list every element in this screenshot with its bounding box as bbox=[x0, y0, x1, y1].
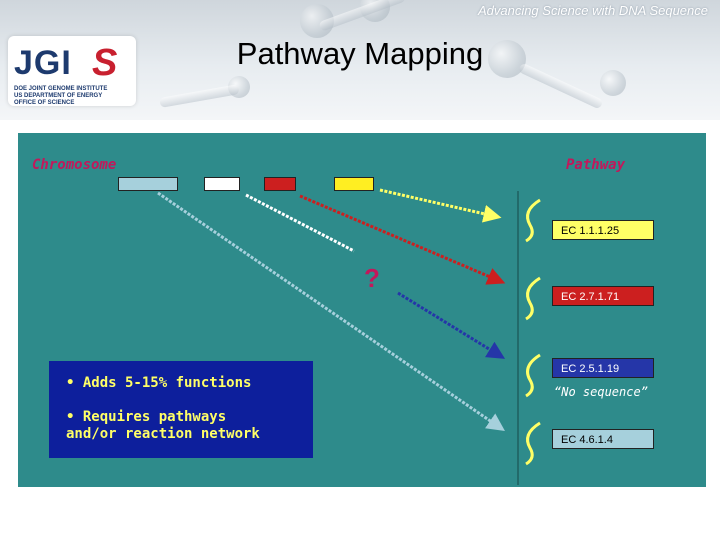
jgi-logo: JGI S DOE JOINT GENOME INSTITUTE US DEPA… bbox=[8, 36, 136, 106]
arrow-white bbox=[245, 193, 355, 253]
logo-subtitle: DOE JOINT GENOME INSTITUTE US DEPARTMENT… bbox=[14, 86, 108, 106]
gene-bar-3 bbox=[264, 177, 296, 191]
curved-arrow-icon bbox=[525, 198, 541, 243]
arrow-light bbox=[157, 191, 505, 432]
arrow-yellow bbox=[379, 188, 502, 223]
diagram-panel: Chromosome Pathway ? EC 1.1.1.25 EC 2.7.… bbox=[18, 133, 706, 487]
enzyme-box-1: EC 1.1.1.25 bbox=[552, 220, 654, 240]
unknown-gene-mark: ? bbox=[364, 263, 380, 293]
header-banner: Advancing Science with DNA Sequence Path… bbox=[0, 0, 720, 120]
logo-swoosh-icon: S bbox=[92, 42, 118, 84]
molecule-decoration bbox=[600, 70, 626, 96]
molecule-bond bbox=[159, 84, 240, 108]
arrow-red bbox=[299, 194, 506, 285]
enzyme-box-3: EC 2.5.1.19 bbox=[552, 358, 654, 378]
mapping-arrows bbox=[157, 188, 541, 485]
enzyme-box-2: EC 2.7.1.71 bbox=[552, 286, 654, 306]
logo-letters: JGI bbox=[14, 44, 72, 82]
curved-arrow-icon bbox=[525, 276, 541, 321]
arrow-blue bbox=[397, 291, 506, 359]
enzyme-box-4: EC 4.6.1.4 bbox=[552, 429, 654, 449]
tagline: Advancing Science with DNA Sequence bbox=[477, 3, 708, 18]
curved-arrow-icon bbox=[525, 421, 541, 466]
page-title: Pathway Mapping bbox=[236, 36, 484, 71]
gene-bar-4 bbox=[334, 177, 374, 191]
gene-bar-1 bbox=[118, 177, 178, 191]
curved-arrow-icon bbox=[525, 353, 541, 398]
no-sequence-note: “No sequence” bbox=[554, 385, 648, 399]
info-box: • Adds 5-15% functions • Requires pathwa… bbox=[49, 361, 313, 458]
gene-bar-2 bbox=[204, 177, 240, 191]
pathway-label: Pathway bbox=[566, 157, 626, 173]
info-bullet-2: • Requires pathways and/or reaction netw… bbox=[66, 409, 260, 442]
info-bullet-1: • Adds 5-15% functions bbox=[66, 375, 252, 391]
chromosome-label: Chromosome bbox=[32, 157, 117, 173]
